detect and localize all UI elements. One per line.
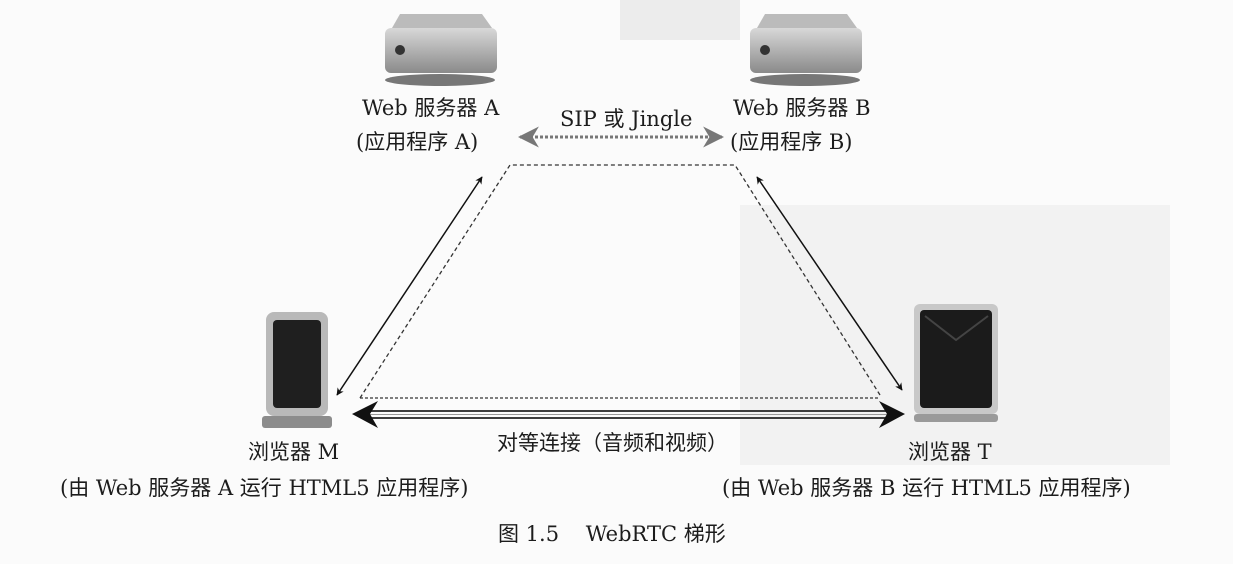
browser-m-desc: (由 Web 服务器 A 运行 HTML5 应用程序) [60,476,469,500]
signaling-label: SIP 或 Jingle [560,107,693,131]
figure-caption: 图 1.5 WebRTC 梯形 [498,522,726,546]
browser-m-label: 浏览器 M [248,440,340,464]
server-a-app: (应用程序 A) [356,130,479,154]
server-b-label: Web 服务器 B [733,96,871,120]
browser-t-desc: (由 Web 服务器 B 运行 HTML5 应用程序) [722,476,1131,500]
media-path-dashed [359,164,881,399]
browser-t-icon [914,304,998,422]
browser-t-label: 浏览器 T [908,440,992,464]
peer-connection-arrow [352,401,905,428]
server-a-label: Web 服务器 A [362,96,500,120]
peer-connection-label: 对等连接（音频和视频） [497,431,728,455]
server-b-app: (应用程序 B) [730,130,853,154]
browser-m-icon [262,312,332,428]
server-b-icon [750,14,862,86]
http-arrow-b-t [756,176,903,391]
server-a-icon [385,14,497,86]
http-arrow-a-m [336,176,483,396]
bleed-through-shadow [620,0,740,40]
